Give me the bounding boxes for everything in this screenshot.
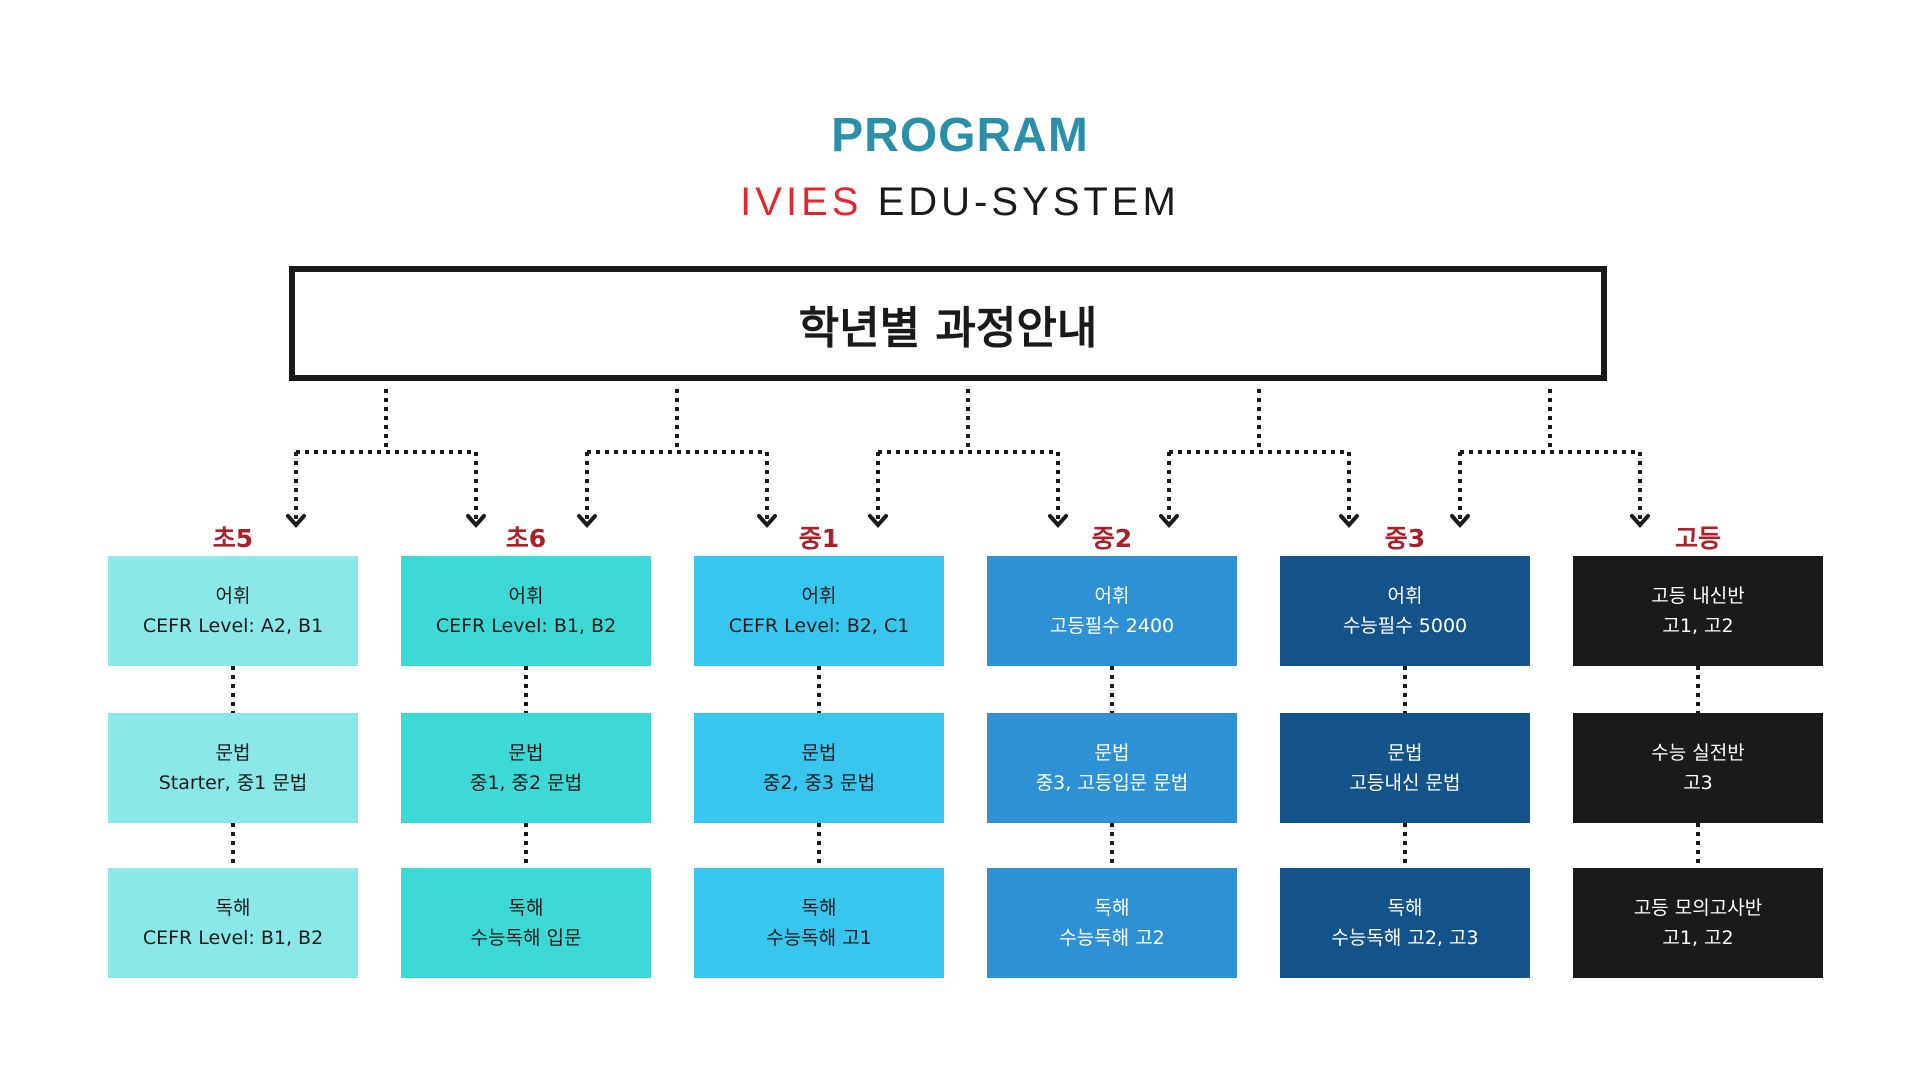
arrow-down-icon xyxy=(577,514,597,529)
arrow-down-icon xyxy=(1450,514,1470,529)
course-category: 어휘 xyxy=(1387,585,1423,607)
course-box: 어휘 CEFR Level: A2, B1 xyxy=(108,556,358,666)
course-detail: 중1, 중2 문법 xyxy=(469,772,583,794)
course-detail: 중2, 중3 문법 xyxy=(762,772,876,794)
grade-label: 초6 xyxy=(505,524,547,553)
main-box-label: 학년별 과정안내 xyxy=(798,302,1098,354)
course-box: 어휘 CEFR Level: B1, B2 xyxy=(401,556,651,666)
grade-label: 중3 xyxy=(1384,524,1426,553)
arrow-down-icon xyxy=(757,514,777,529)
course-detail: 고등내신 문법 xyxy=(1349,772,1461,794)
course-category: 어휘 xyxy=(508,585,544,607)
arrow-down-icon xyxy=(868,514,888,529)
arrow-down-icon xyxy=(466,514,486,529)
course-detail: CEFR Level: A2, B1 xyxy=(142,615,324,637)
course-category: 문법 xyxy=(215,742,251,764)
course-detail: 중3, 고등입문 문법 xyxy=(1035,772,1189,794)
course-detail: 수능필수 5000 xyxy=(1342,615,1468,637)
arrow-down-icon xyxy=(1630,514,1650,529)
arrow-down-icon xyxy=(1159,514,1179,529)
arrow-down-icon xyxy=(1339,514,1359,529)
course-box: 문법 Starter, 중1 문법 xyxy=(108,713,358,823)
course-detail: 수능독해 고1 xyxy=(766,927,872,949)
course-detail: CEFR Level: B2, C1 xyxy=(728,615,910,637)
course-detail: Starter, 중1 문법 xyxy=(158,772,308,794)
course-box: 어휘 CEFR Level: B2, C1 xyxy=(694,556,944,666)
course-detail: 고1, 고2 xyxy=(1662,927,1734,949)
course-detail: 고등필수 2400 xyxy=(1049,615,1175,637)
brand-name: IVIES xyxy=(740,180,863,224)
course-category: 독해 xyxy=(1387,897,1423,919)
course-detail: 수능독해 고2, 고3 xyxy=(1331,927,1479,949)
course-detail: CEFR Level: B1, B2 xyxy=(435,615,617,637)
grade-label: 초5 xyxy=(212,524,254,553)
course-category: 어휘 xyxy=(801,585,837,607)
main-box: 학년별 과정안내 xyxy=(289,266,1607,381)
course-detail: CEFR Level: B1, B2 xyxy=(142,927,324,949)
course-category: 문법 xyxy=(1094,742,1130,764)
course-category: 고등 모의고사반 xyxy=(1633,897,1763,919)
page-title: PROGRAM xyxy=(831,109,1089,162)
course-box: 독해 CEFR Level: B1, B2 xyxy=(108,868,358,978)
grade-label: 중2 xyxy=(1091,524,1133,553)
course-category: 어휘 xyxy=(1094,585,1130,607)
course-detail: 고3 xyxy=(1683,772,1713,794)
page-subtitle: IVIES EDU-SYSTEM xyxy=(0,178,1920,226)
course-category: 어휘 xyxy=(215,585,251,607)
course-category: 독해 xyxy=(215,897,251,919)
grade-label: 중1 xyxy=(798,524,840,553)
course-detail: 고1, 고2 xyxy=(1662,615,1734,637)
arrow-down-icon xyxy=(286,514,306,529)
course-category: 수능 실전반 xyxy=(1651,742,1745,764)
course-category: 문법 xyxy=(1387,742,1423,764)
course-category: 독해 xyxy=(801,897,837,919)
course-category: 독해 xyxy=(508,897,544,919)
grade-label: 고등 xyxy=(1674,524,1721,553)
course-category: 문법 xyxy=(801,742,837,764)
course-category: 독해 xyxy=(1094,897,1130,919)
course-category: 고등 내신반 xyxy=(1651,585,1745,607)
course-detail: 수능독해 입문 xyxy=(470,927,582,949)
course-detail: 수능독해 고2 xyxy=(1059,927,1165,949)
subtitle-text: EDU-SYSTEM xyxy=(877,180,1180,224)
arrow-down-icon xyxy=(1048,514,1068,529)
course-category: 문법 xyxy=(508,742,544,764)
